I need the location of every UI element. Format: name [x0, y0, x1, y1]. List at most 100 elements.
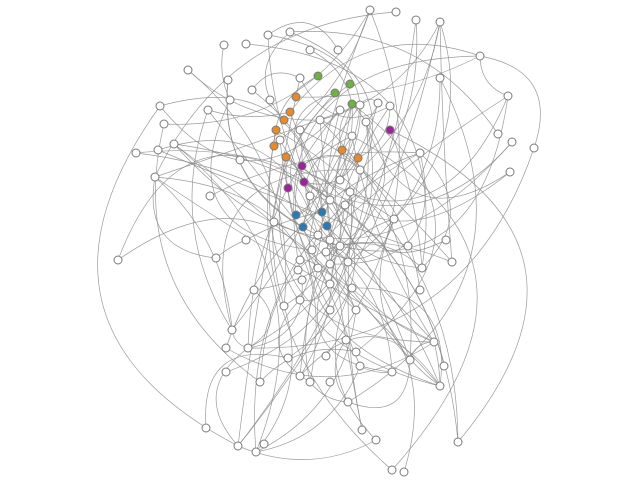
graph-node	[391, 7, 401, 17]
graph-node	[313, 263, 323, 273]
graph-edge	[267, 129, 393, 471]
graph-edge	[222, 169, 361, 331]
graph-node-green	[345, 79, 355, 89]
graph-node-orange	[353, 153, 363, 163]
graph-node	[365, 5, 375, 15]
graph-nodes	[113, 5, 539, 477]
graph-edge	[157, 149, 409, 247]
graph-node	[223, 75, 233, 85]
graph-node	[415, 285, 425, 295]
graph-edge	[154, 176, 317, 383]
graph-edge	[325, 218, 395, 260]
graph-node	[343, 257, 353, 267]
graph-node	[155, 101, 165, 111]
graph-edge	[365, 121, 511, 199]
graph-edge	[273, 75, 319, 147]
graph-node	[211, 253, 221, 263]
graph-edge	[251, 72, 301, 91]
graph-node	[361, 117, 371, 127]
graph-edge	[215, 347, 249, 447]
graph-node	[159, 119, 169, 129]
graph-edge	[317, 267, 415, 473]
graph-edge	[264, 31, 291, 121]
graph-node	[435, 73, 445, 83]
graph-node	[325, 305, 335, 315]
graph-edge	[245, 43, 427, 269]
graph-edge	[267, 22, 339, 51]
graph-node	[411, 15, 421, 25]
graph-edge	[191, 109, 233, 331]
graph-node	[275, 135, 285, 145]
graph-node	[263, 30, 273, 40]
graph-edge	[334, 339, 349, 403]
graph-node-blue	[291, 210, 301, 220]
graph-node-purple	[299, 177, 309, 187]
graph-edge	[319, 119, 363, 431]
graph-node	[325, 195, 335, 205]
graph-edge	[205, 353, 289, 429]
graph-node	[283, 353, 293, 363]
graph-node	[453, 437, 463, 447]
graph-node	[235, 155, 245, 165]
graph-node-orange	[337, 145, 347, 155]
graph-node	[325, 377, 335, 387]
graph-node-orange	[281, 152, 291, 162]
graph-node	[305, 191, 315, 201]
graph-node	[247, 85, 257, 95]
graph-edge	[247, 289, 271, 349]
graph-node	[355, 100, 365, 110]
graph-edge	[299, 129, 421, 291]
graph-node	[343, 397, 353, 407]
graph-edge	[157, 140, 319, 236]
graph-edge	[272, 92, 336, 307]
graph-node	[345, 187, 355, 197]
graph-edge	[251, 89, 323, 301]
graph-edge	[215, 239, 247, 259]
graph-edge	[207, 109, 291, 117]
graph-edge	[299, 336, 441, 387]
graph-node	[441, 235, 451, 245]
graph-node-blue	[298, 222, 308, 232]
graph-edge	[293, 55, 481, 281]
graph-node-purple	[297, 161, 307, 171]
graph-edge	[393, 21, 451, 220]
graph-edge	[339, 102, 379, 181]
graph-edge	[357, 105, 391, 159]
graph-node	[335, 175, 345, 185]
graph-node	[333, 45, 343, 55]
graph-edge	[163, 9, 371, 125]
graph-node-orange	[269, 141, 279, 151]
graph-node	[295, 255, 305, 265]
graph-edge	[97, 105, 239, 447]
graph-node	[387, 367, 397, 377]
graph-node	[325, 279, 335, 289]
graph-edge	[334, 149, 423, 269]
graph-node	[221, 343, 231, 353]
graph-node	[385, 101, 395, 111]
graph-node	[373, 98, 383, 108]
graph-node-green	[330, 88, 340, 98]
graph-edge	[289, 31, 373, 206]
graph-node	[313, 230, 323, 240]
graph-node	[201, 423, 211, 433]
graph-node	[225, 95, 235, 105]
graph-edge	[173, 143, 441, 387]
graph-node	[295, 73, 305, 83]
graph-edge	[155, 123, 261, 383]
graph-edge	[255, 309, 357, 453]
graph-node	[357, 425, 367, 435]
graph-node	[351, 305, 361, 315]
graph-node	[203, 105, 213, 115]
graph-node	[251, 447, 261, 457]
graph-node	[113, 255, 123, 265]
graph-node	[405, 355, 415, 365]
graph-node	[325, 259, 335, 269]
graph-edge	[335, 287, 377, 441]
graph-edge	[289, 43, 481, 113]
graph-node-blue	[322, 221, 332, 231]
graph-edge	[247, 279, 303, 349]
graph-edge	[389, 129, 423, 269]
graph-edge	[319, 119, 478, 471]
graph-edge	[301, 104, 361, 167]
